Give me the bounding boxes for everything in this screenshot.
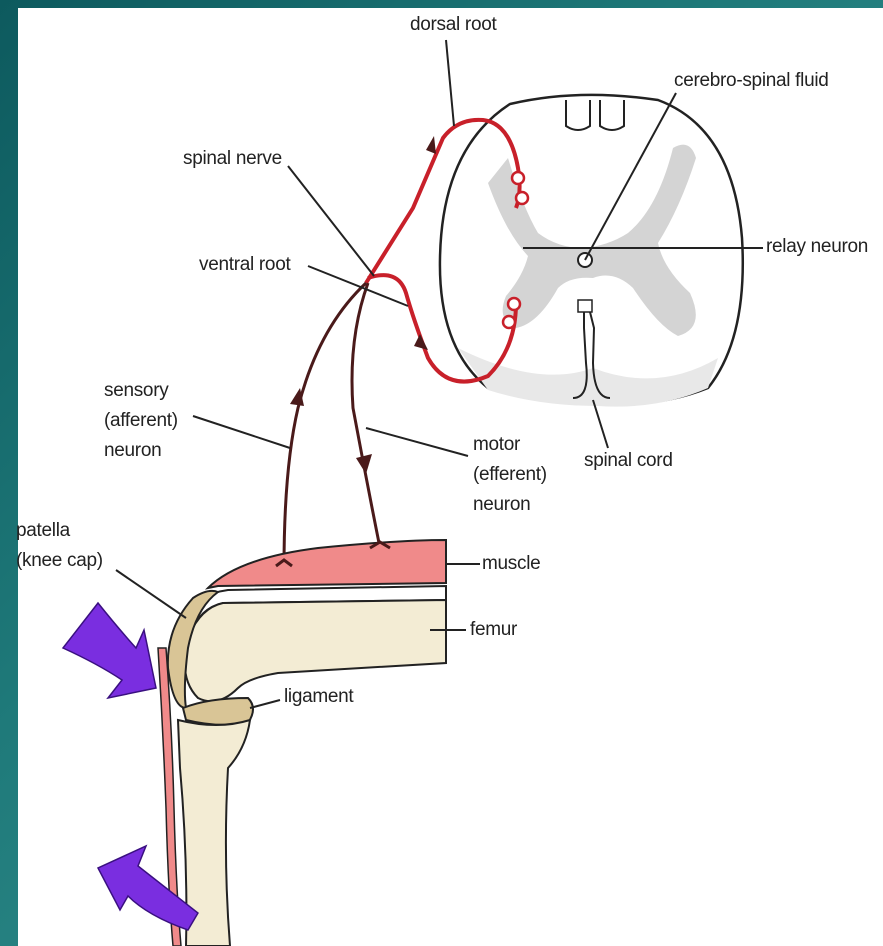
cerebro-spinal-fluid-label: cerebro-spinal fluid: [674, 68, 829, 94]
motor-neuron-label-1: motor: [473, 432, 520, 458]
motor-label-pointer: [366, 428, 468, 456]
kick-arrow-icon: [98, 846, 198, 930]
relay-neuron-label: relay neuron: [766, 234, 868, 260]
knee-jerk-reflex-diagram: [18, 8, 883, 946]
ventral-root-pointer: [308, 266, 408, 306]
patella-label-2: (knee cap): [16, 548, 103, 574]
motor-neuron-label-3: neuron: [473, 492, 530, 518]
ligament-pointer: [250, 700, 280, 708]
femur-label: femur: [470, 617, 517, 643]
dorsal-ganglion-1: [512, 172, 524, 184]
sensory-label-pointer: [193, 416, 290, 448]
sensory-neuron-label-3: neuron: [104, 438, 161, 464]
patella-pointer: [116, 570, 186, 618]
dorsal-root-label: dorsal root: [410, 12, 496, 38]
sensory-arrowhead: [426, 136, 436, 154]
central-canal: [578, 300, 592, 312]
ligament-label: ligament: [284, 684, 353, 710]
ligament: [183, 698, 253, 725]
dorsal-root-pointer: [446, 40, 454, 126]
spinal-nerve-label: spinal nerve: [183, 146, 282, 172]
spinal-cord-section: [440, 95, 743, 407]
motor-nerve-fibre: [352, 283, 380, 548]
spinal-cord-label: spinal cord: [584, 448, 673, 474]
spinal-cord-pointer: [593, 400, 608, 448]
diagram-canvas: dorsal root cerebro-spinal fluid spinal …: [18, 8, 883, 946]
muscle-label: muscle: [482, 551, 540, 577]
leg: [158, 540, 446, 946]
motor-neuron-label-2: (efferent): [473, 462, 547, 488]
ventral-cell-2: [503, 316, 515, 328]
ventral-cell-1: [508, 298, 520, 310]
tap-arrow-icon: [63, 603, 156, 698]
sensory-nerve-fibre: [284, 283, 366, 568]
sensory-neuron-label-1: sensory: [104, 378, 168, 404]
ventral-root-label: ventral root: [199, 252, 290, 278]
sensory-neuron-label-2: (afferent): [104, 408, 178, 434]
spinal-nerve-pointer: [288, 166, 374, 276]
muscle: [208, 540, 446, 588]
motor-arrowhead-cord: [414, 334, 428, 350]
patella-label-1: patella: [16, 518, 70, 544]
dorsal-ganglion-2: [516, 192, 528, 204]
